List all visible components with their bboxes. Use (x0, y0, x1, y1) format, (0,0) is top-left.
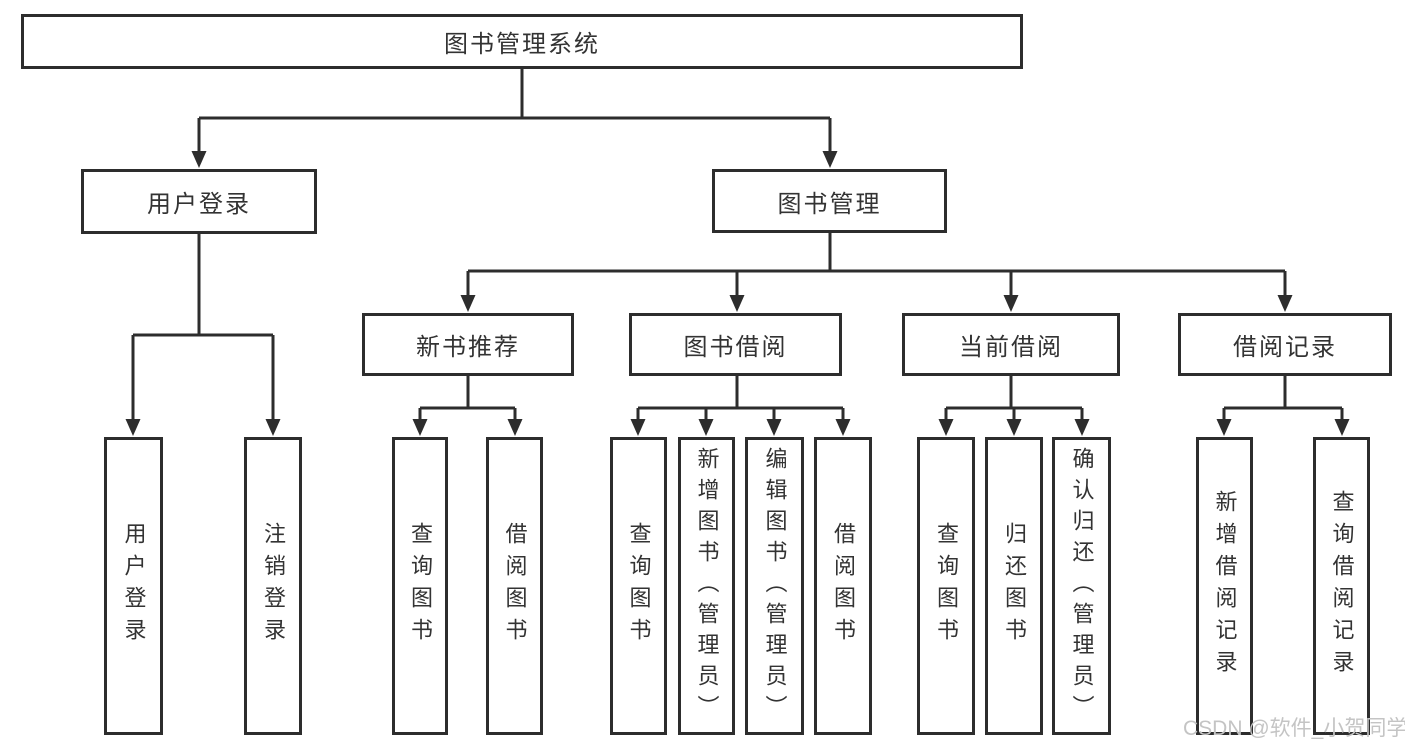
leaf-edit-book-admin: 编辑图书（管理员） (745, 437, 804, 735)
leaf-user-login: 用户登录 (104, 437, 163, 735)
node-label: 注销登录 (261, 522, 286, 650)
connector-root-to-level2 (191, 69, 838, 168)
csdn-watermark: CSDN @软件_小贺同学 (1183, 717, 1405, 740)
node-label: 查询借阅记录 (1329, 490, 1355, 682)
leaf-return-book: 归还图书 (985, 437, 1043, 735)
node-label: 确认归还（管理员） (1069, 446, 1095, 726)
connector-newbook-to-leaves (412, 376, 523, 436)
connector-userlogin-to-leaves (125, 234, 281, 436)
node-label: 图书管理系统 (444, 31, 600, 58)
connector-currentborrow-to-leaves (938, 376, 1090, 436)
node-label: 查询图书 (934, 522, 959, 650)
node-label: 借阅图书 (831, 522, 856, 650)
node-label: 新增图书（管理员） (694, 446, 720, 726)
leaf-query-borrow-record: 查询借阅记录 (1313, 437, 1370, 735)
node-root-system: 图书管理系统 (21, 14, 1023, 69)
node-label: 图书借阅 (683, 334, 788, 361)
node-label: 新书推荐 (416, 334, 520, 361)
node-new-book-recommend: 新书推荐 (362, 313, 574, 376)
leaf-borrow-book-2: 借阅图书 (814, 437, 872, 735)
node-book-management: 图书管理 (712, 169, 947, 233)
leaf-borrow-book-1: 借阅图书 (486, 437, 543, 735)
node-label: 借阅记录 (1233, 334, 1337, 361)
connector-borrowrecord-to-leaves (1216, 376, 1350, 436)
node-label: 用户登录 (121, 522, 147, 650)
leaf-logout: 注销登录 (244, 437, 302, 735)
node-label: 用户登录 (147, 191, 251, 218)
node-label: 归还图书 (1002, 522, 1027, 650)
node-borrow-record: 借阅记录 (1178, 313, 1392, 376)
connector-bookborrow-to-leaves (630, 376, 851, 436)
leaf-confirm-return-admin: 确认归还（管理员） (1052, 437, 1111, 735)
connector-bookmgmt-to-level3 (460, 233, 1293, 312)
leaf-add-borrow-record: 新增借阅记录 (1196, 437, 1253, 735)
leaf-query-book-3: 查询图书 (917, 437, 975, 735)
node-label: 借阅图书 (502, 522, 528, 650)
node-label: 查询图书 (626, 522, 652, 650)
node-label: 查询图书 (408, 522, 433, 650)
node-current-borrow: 当前借阅 (902, 313, 1120, 376)
node-label: 新增借阅记录 (1212, 490, 1238, 682)
leaf-add-book-admin: 新增图书（管理员） (678, 437, 735, 735)
node-label: 编辑图书（管理员） (762, 446, 788, 726)
leaf-query-book-2: 查询图书 (610, 437, 667, 735)
node-user-login: 用户登录 (81, 169, 317, 234)
leaf-query-book-1: 查询图书 (392, 437, 448, 735)
node-label: 图书管理 (777, 190, 882, 218)
node-book-borrow: 图书借阅 (629, 313, 842, 376)
node-label: 当前借阅 (959, 334, 1063, 361)
